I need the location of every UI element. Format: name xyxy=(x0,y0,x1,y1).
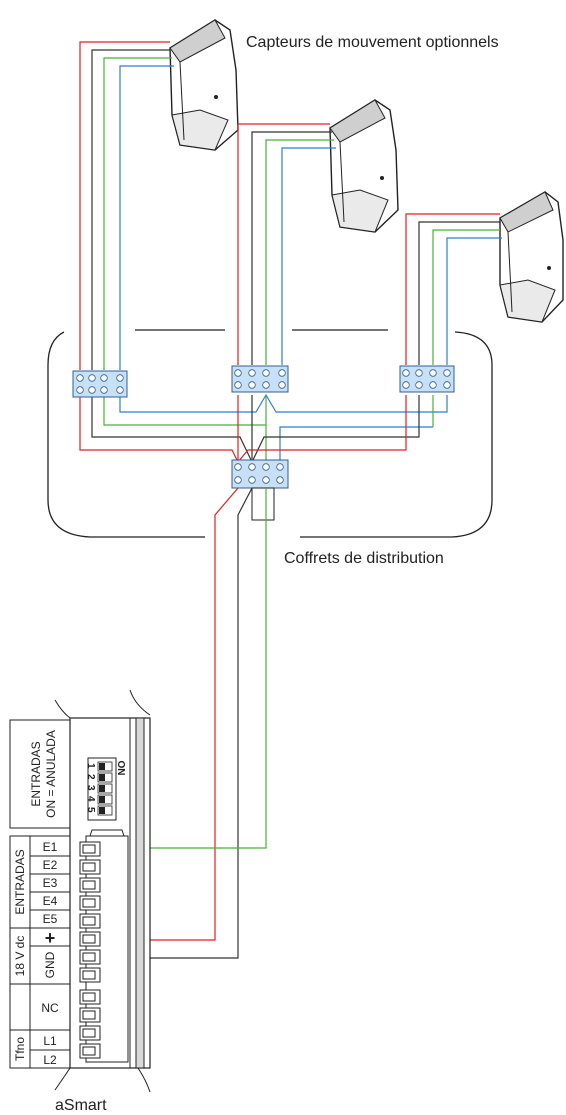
power-group-label: 18 V dc xyxy=(13,936,27,977)
sensor-1-cable xyxy=(79,41,174,370)
dip-switch xyxy=(87,757,117,821)
device-caption: aSmart xyxy=(55,1097,107,1114)
terminal-block-left xyxy=(72,370,128,398)
motion-sensor-1 xyxy=(169,19,239,151)
dip-on-label: ON xyxy=(115,761,126,776)
sensor-2-cable xyxy=(237,123,336,365)
dip-number-2: 2 xyxy=(85,774,96,780)
junction-wiring xyxy=(79,393,448,463)
inputs-setting-subtitle: ON = ANULADA xyxy=(44,730,58,818)
terminal-e1: E1 xyxy=(43,840,58,854)
dip-number-1: 1 xyxy=(85,763,96,769)
terminal-nc: NC xyxy=(41,1001,59,1015)
terminal-gnd: GND xyxy=(43,951,57,978)
terminal-e4: E4 xyxy=(43,894,58,908)
dip-number-5: 5 xyxy=(85,807,96,813)
terminal-plus: + xyxy=(45,928,56,948)
terminal-e5: E5 xyxy=(43,912,58,926)
motion-sensor-2 xyxy=(329,99,399,233)
sensors-caption: Capteurs de mouvement optionnels xyxy=(246,34,499,51)
terminal-block-junction xyxy=(231,459,289,521)
terminal-label-table xyxy=(9,719,71,1069)
terminal-l1: L1 xyxy=(43,1034,57,1048)
terminal-block-middle xyxy=(231,365,289,393)
phone-group-label: Tfno xyxy=(13,1037,27,1061)
dip-number-4: 4 xyxy=(85,796,96,802)
motion-sensor-3 xyxy=(499,191,564,323)
inputs-group-label: ENTRADAS xyxy=(13,849,27,914)
inputs-setting-title: ENTRADAS xyxy=(29,741,43,806)
distribution-box-outline xyxy=(47,329,493,538)
dip-number-3: 3 xyxy=(85,785,96,791)
terminal-l2: L2 xyxy=(43,1053,57,1067)
terminal-e2: E2 xyxy=(43,858,58,872)
asmart-panel xyxy=(54,689,151,1093)
distribution-boxes-caption: Coffrets de distribution xyxy=(284,550,444,567)
sensor-3-cable xyxy=(405,213,502,365)
terminal-block-right xyxy=(399,365,455,393)
terminal-e3: E3 xyxy=(43,876,58,890)
connector-slots xyxy=(79,841,101,1059)
